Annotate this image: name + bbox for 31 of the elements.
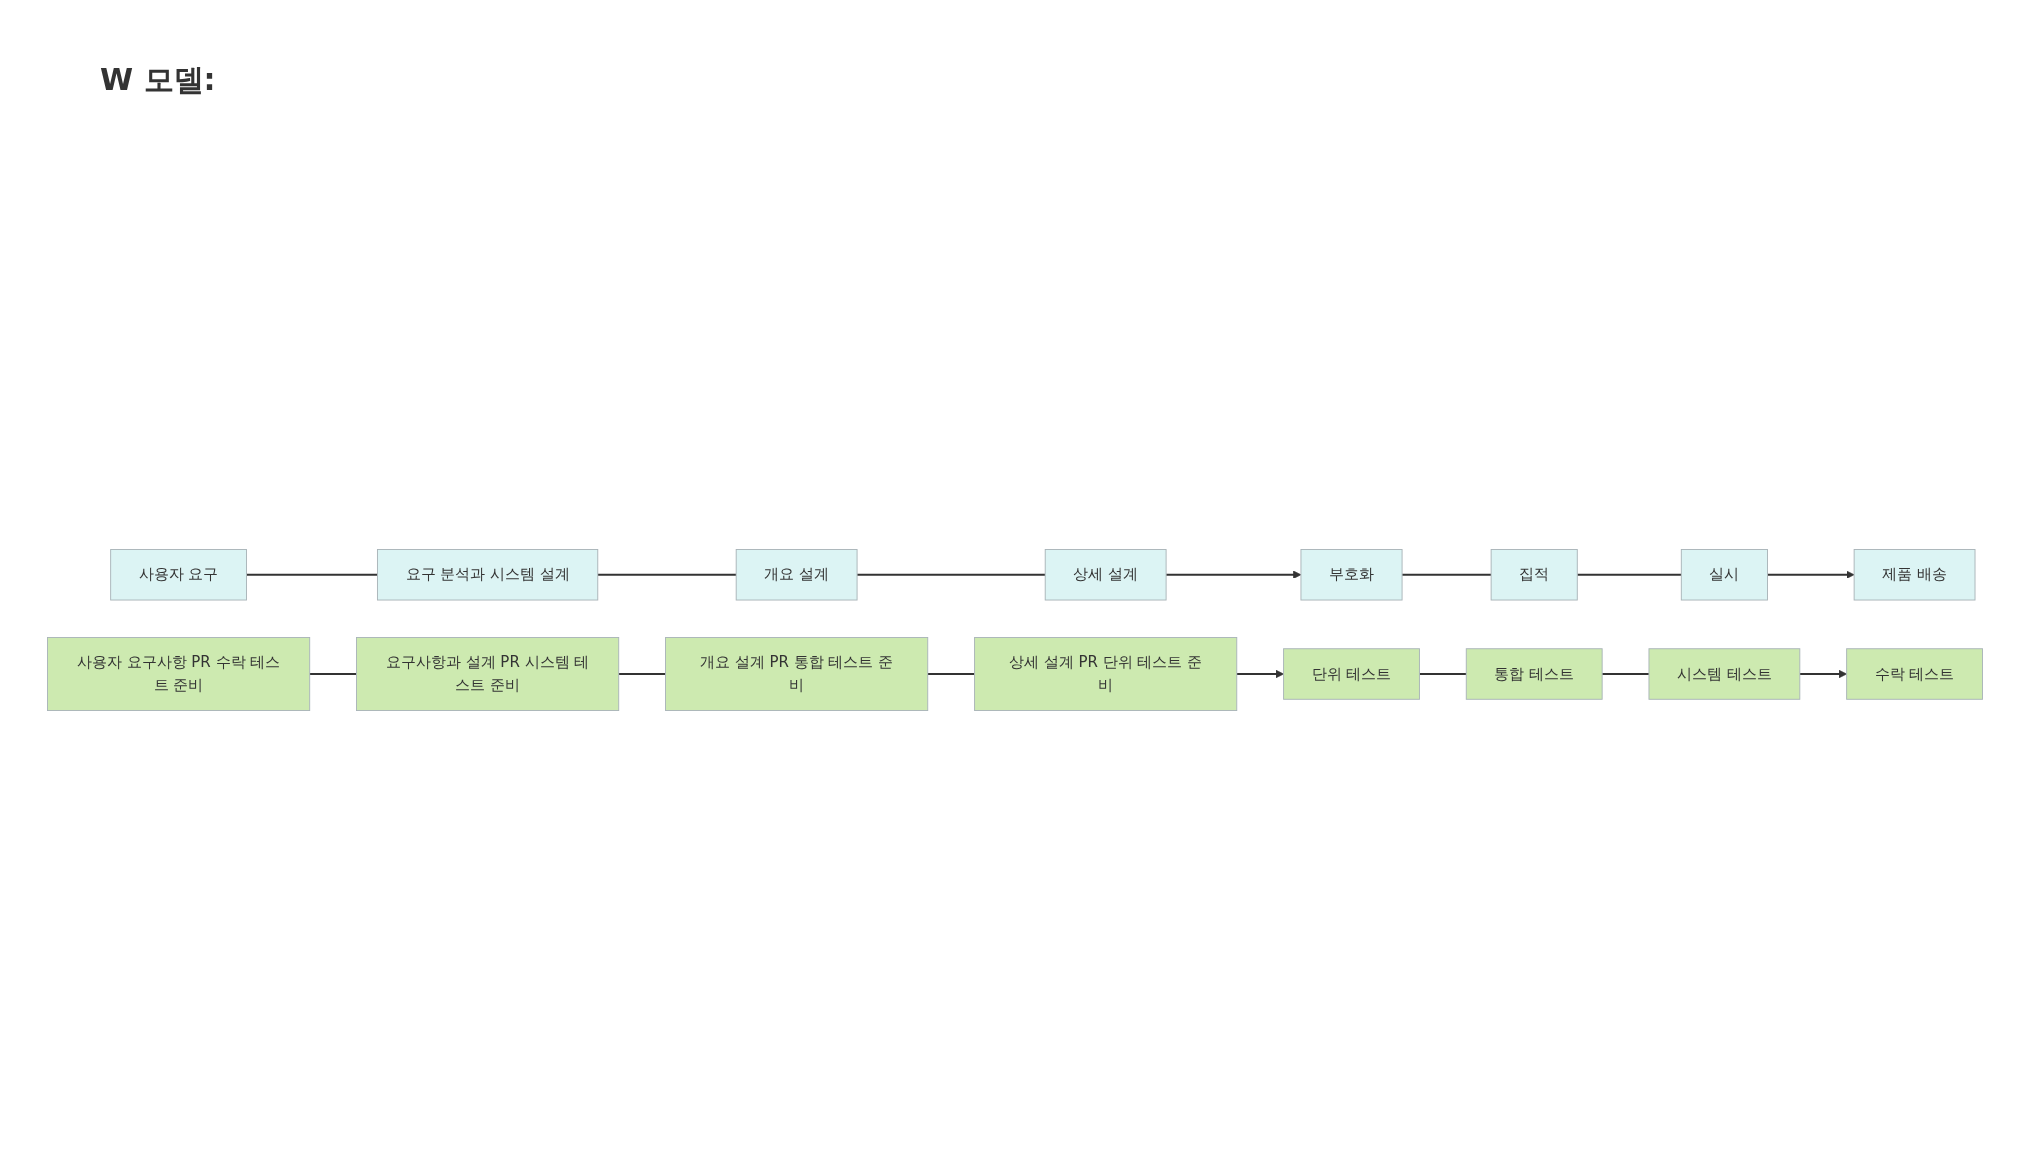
arrow [1165,570,1302,579]
connector [1401,573,1493,576]
node-box: 시스템 테스트 [1648,648,1801,700]
connector [245,573,379,576]
node-box: 요구 분석과 시스템 설계 [377,549,599,601]
arrow [1235,669,1284,679]
node-box: 상세 설계 [1044,549,1167,601]
arrow [1798,669,1847,679]
node-box: 개요 설계 PR 통합 테스트 준비 [665,637,929,711]
connector [856,573,1047,576]
connector [926,673,976,675]
arrow [1766,570,1855,579]
node-box: 사용자 요구사항 PR 수락 테스트 준비 [47,637,311,711]
connector [308,673,358,675]
connector [1601,673,1650,675]
node-box: 제품 배송 [1853,549,1976,601]
connector [1418,673,1468,675]
node-box: 부호화 [1300,549,1403,601]
connector [596,573,738,576]
node-box: 요구사항과 설계 PR 시스템 테스트 준비 [356,637,620,711]
node-box: 수락 테스트 [1846,648,1983,700]
connector [1576,573,1683,576]
connector [617,673,667,675]
node-box: 개요 설계 [735,549,858,601]
node-box: 실시 [1680,549,1768,601]
node-box: 상세 설계 PR 단위 테스트 준비 [974,637,1238,711]
node-box: 사용자 요구 [110,549,247,601]
diagram-title: W 모델: [100,61,216,99]
node-box: 통합 테스트 [1465,648,1603,700]
node-box: 집적 [1490,549,1578,601]
node-box: 단위 테스트 [1283,648,1420,700]
